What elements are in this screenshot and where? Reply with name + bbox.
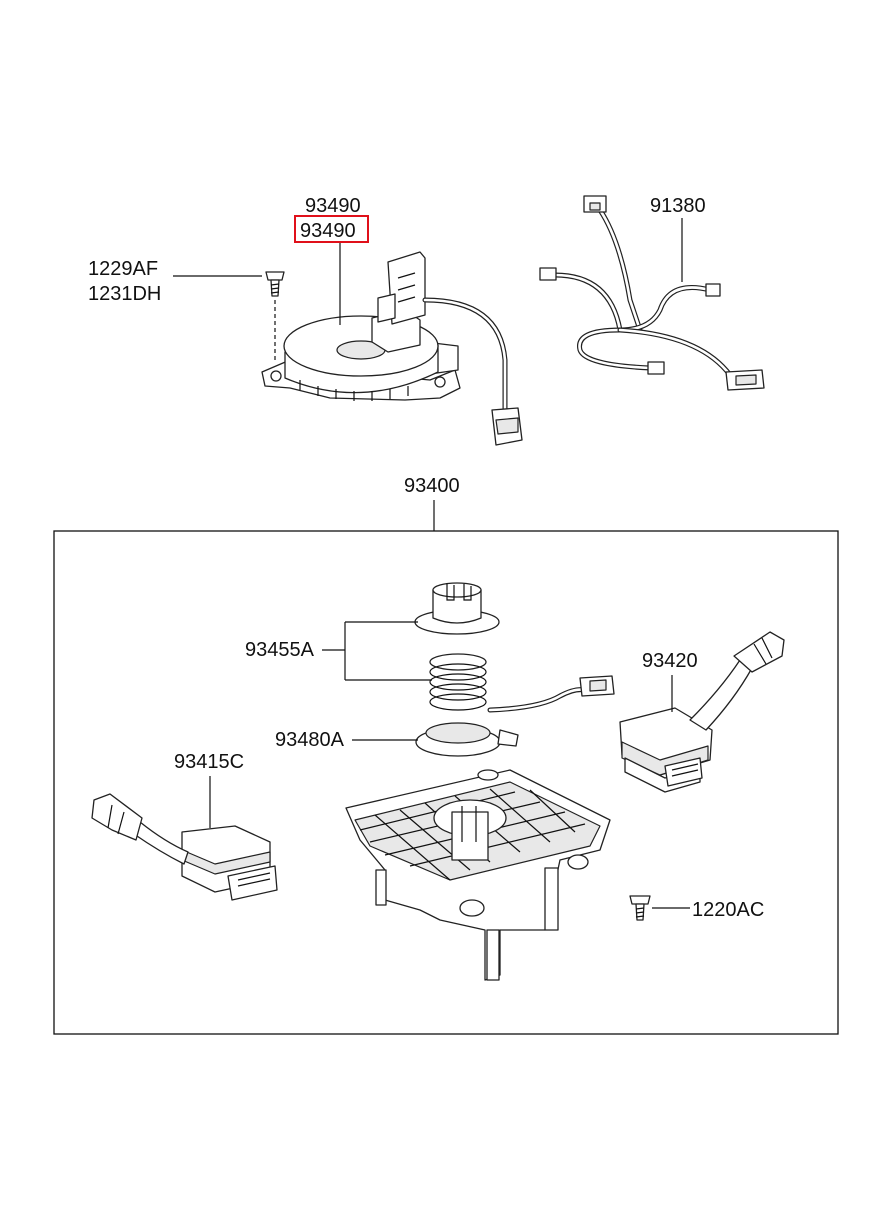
clock-spring-connector xyxy=(491,407,523,446)
assembly-frame xyxy=(53,530,839,1035)
cancel-cam-part[interactable] xyxy=(415,722,519,757)
label-93400[interactable]: 93400 xyxy=(404,475,460,497)
screw-1229af[interactable] xyxy=(265,271,285,297)
label-93420[interactable]: 93420 xyxy=(642,650,698,672)
wiring-harness[interactable] xyxy=(539,195,765,391)
light-switch-part[interactable] xyxy=(91,793,278,901)
switch-body-housing[interactable] xyxy=(345,769,611,981)
label-1229af[interactable]: 1229AF xyxy=(88,258,158,280)
highlight-box xyxy=(294,215,369,243)
retainer-ring-part[interactable] xyxy=(414,582,500,635)
screw-1220ac[interactable] xyxy=(629,895,651,921)
label-91380[interactable]: 91380 xyxy=(650,195,706,217)
spring-connector xyxy=(579,675,615,697)
label-1220ac[interactable]: 1220AC xyxy=(692,899,764,921)
label-93490-selected[interactable]: 93490 xyxy=(300,220,356,242)
wiper-switch-part[interactable] xyxy=(619,631,785,793)
clock-spring-part[interactable] xyxy=(261,251,461,401)
label-93415c[interactable]: 93415C xyxy=(174,751,244,773)
label-93455a[interactable]: 93455A xyxy=(245,639,315,661)
label-1231dh[interactable]: 1231DH xyxy=(88,283,161,305)
label-93490-group: 93490 xyxy=(305,195,361,217)
return-spring-part[interactable] xyxy=(429,653,487,711)
label-93480a[interactable]: 93480A xyxy=(275,729,345,751)
